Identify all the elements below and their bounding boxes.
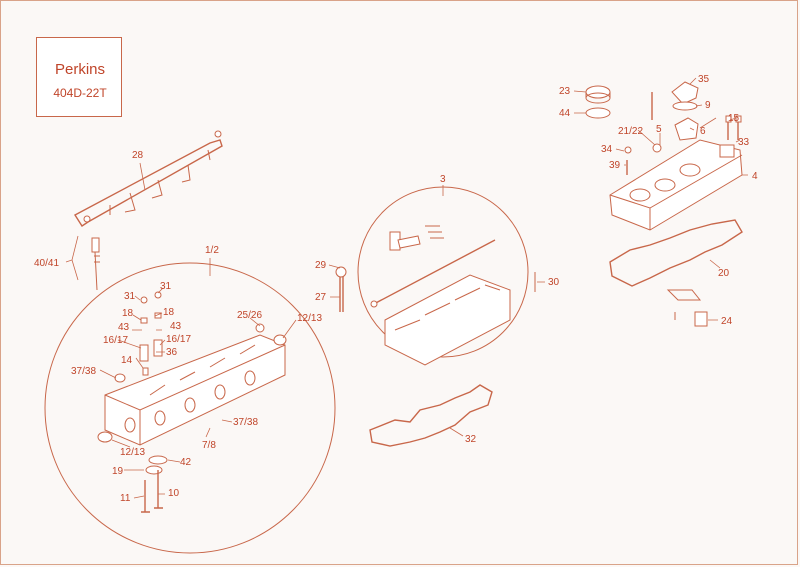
callout-31-left: 31 [124,291,136,302]
callout-19: 19 [112,466,124,477]
title-block: Perkins 404D-22T [36,37,122,117]
callout-27: 27 [315,292,327,303]
rocker-cover-gasket-lower [369,384,493,447]
callout-39: 39 [609,160,621,171]
callout-7-8: 7/8 [202,440,216,451]
callout-20: 20 [718,268,730,279]
brand-name: Perkins [54,61,106,78]
callout-32: 32 [465,434,477,445]
callout-14: 14 [121,355,133,366]
callout-25-26: 25/26 [237,310,262,321]
callout-15: 15 [728,113,740,124]
callout-29: 29 [315,260,327,271]
callout-36: 36 [166,347,178,358]
callout-37-38-left: 37/38 [71,366,96,377]
callout-31-right: 31 [160,281,172,292]
callout-37-38-right: 37/38 [233,417,258,428]
callout-18-left: 18 [122,308,134,319]
oil-filler-cap [585,85,611,119]
callout-42: 42 [180,457,192,468]
callout-labels: 28 40/41 1/2 31 31 18 18 43 43 16/17 16/… [34,74,758,504]
callout-12-13-bottom: 12/13 [120,447,145,458]
callout-44: 44 [559,108,571,119]
callout-16-17-right: 16/17 [166,334,191,345]
callout-43-left: 43 [118,322,130,333]
callout-18-right: 18 [163,307,175,318]
bolts [624,92,742,175]
callout-34: 34 [601,144,613,155]
cylinder-head [97,323,287,446]
callout-5: 5 [656,124,662,135]
rocker-cover-gasket-upper [609,219,743,287]
leader-lines [65,77,748,499]
callout-3: 3 [440,174,446,185]
rocker-shaft-assembly [335,225,536,366]
callout-10: 10 [168,488,180,499]
callout-4: 4 [752,171,758,182]
model-number: 404D-22T [53,86,107,100]
callout-6: 6 [700,126,706,137]
callout-28: 28 [132,150,144,161]
callout-23: 23 [559,86,571,97]
callout-40-41: 40/41 [34,258,59,269]
valve-components [139,291,168,513]
breather-assembly [671,81,699,141]
callout-30: 30 [548,277,560,288]
cylinder-head-detail-circle [44,262,336,554]
callout-16-17-left: 16/17 [103,335,128,346]
callout-1-2: 1/2 [205,245,219,256]
callout-33: 33 [738,137,750,148]
callout-9: 9 [705,100,711,111]
callout-11: 11 [120,493,131,504]
callout-35: 35 [698,74,710,85]
glow-plug-bus-bar [74,130,223,227]
bracket [666,289,708,327]
callout-21-22: 21/22 [618,126,643,137]
callout-24: 24 [721,316,733,327]
callout-12-13-right: 12/13 [297,313,322,324]
glow-plug [91,237,100,291]
callout-43-right: 43 [170,321,182,332]
rocker-cover [609,139,743,231]
